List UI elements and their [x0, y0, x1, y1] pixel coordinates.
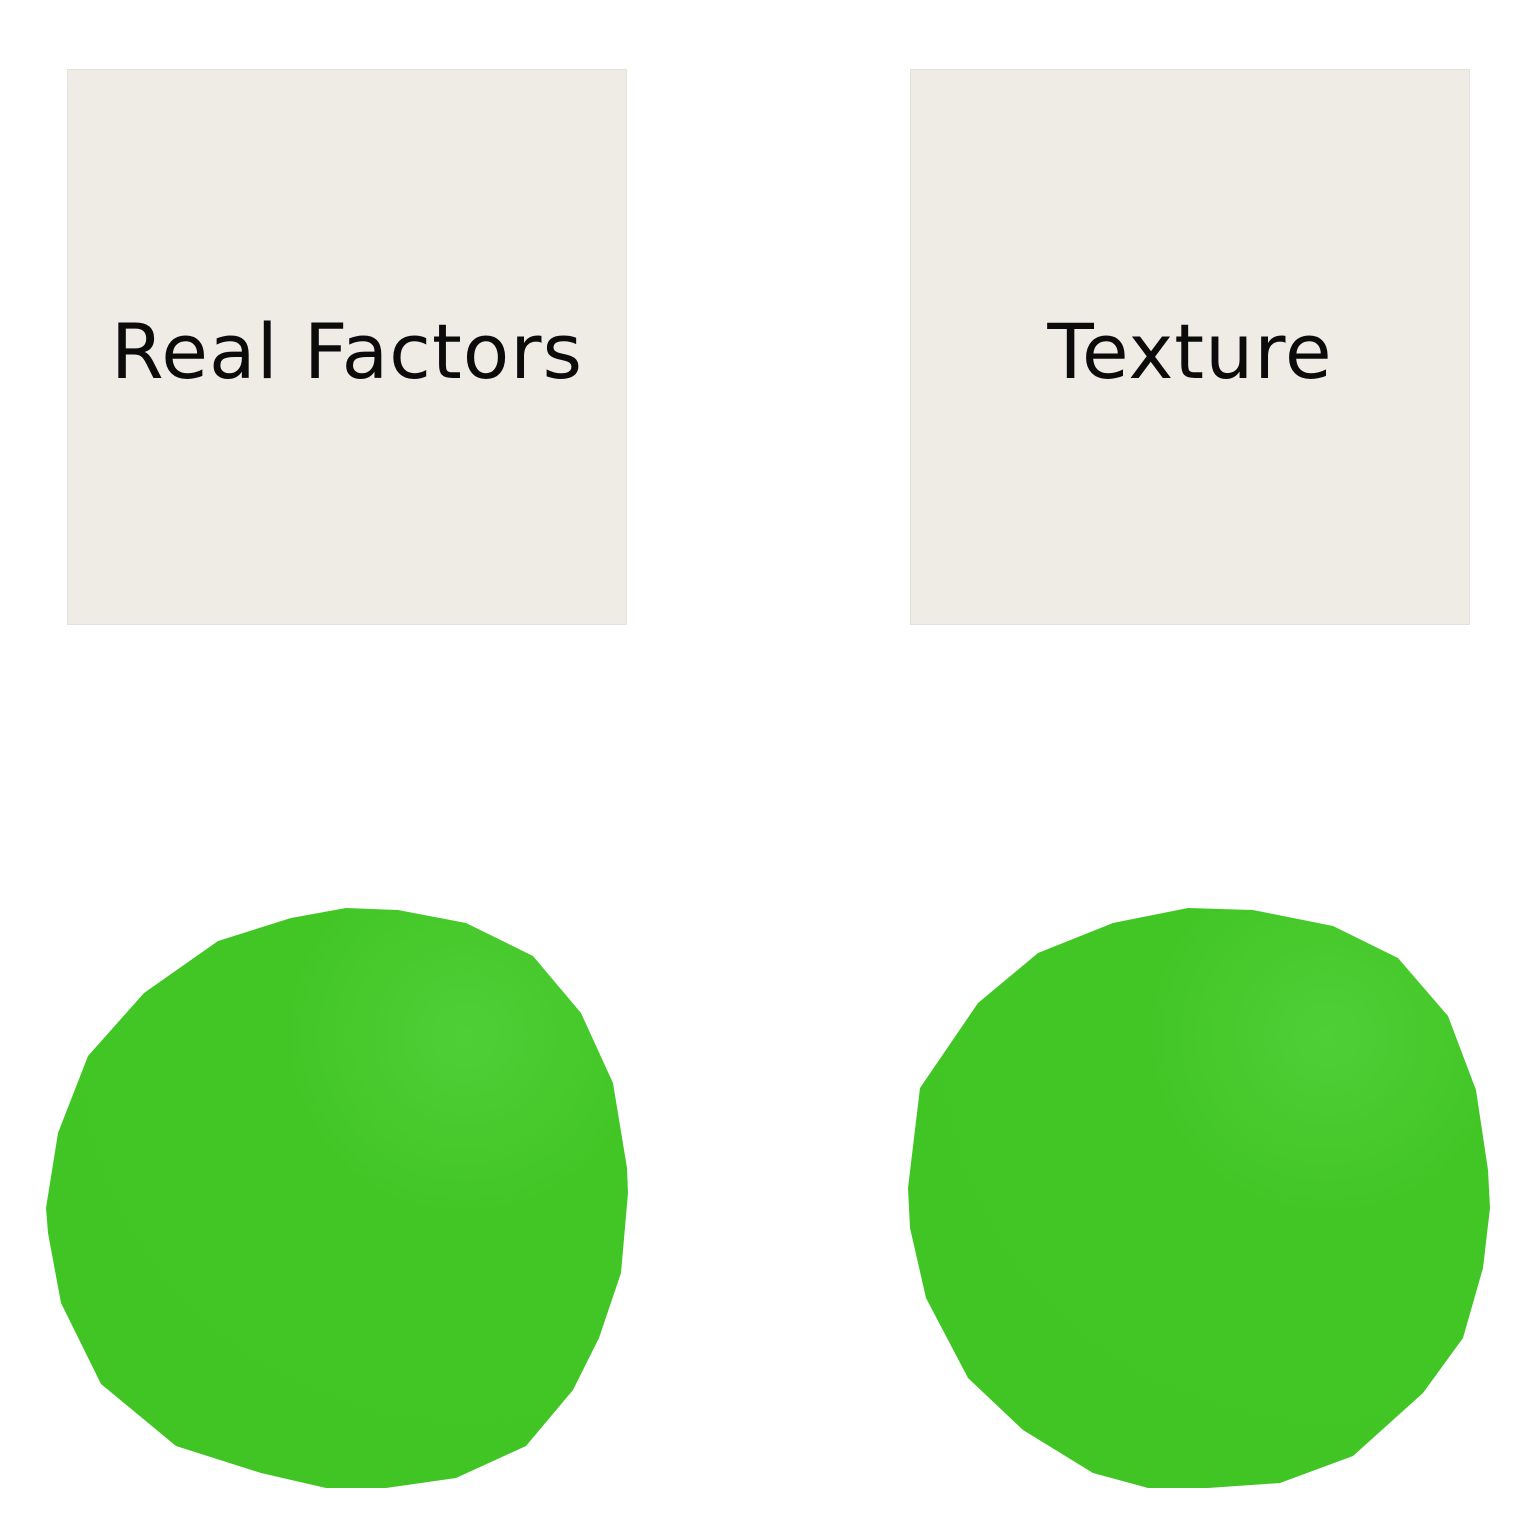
- texture-label: Texture: [1047, 306, 1333, 396]
- green-sphere-left: [46, 908, 628, 1488]
- green-sphere-right: [908, 908, 1490, 1488]
- green-sphere-right-shape: [908, 908, 1490, 1488]
- texture-card: Texture: [910, 69, 1470, 625]
- real-factors-label: Real Factors: [110, 306, 584, 396]
- green-sphere-left-shape: [46, 908, 628, 1488]
- real-factors-card: Real Factors: [67, 69, 627, 625]
